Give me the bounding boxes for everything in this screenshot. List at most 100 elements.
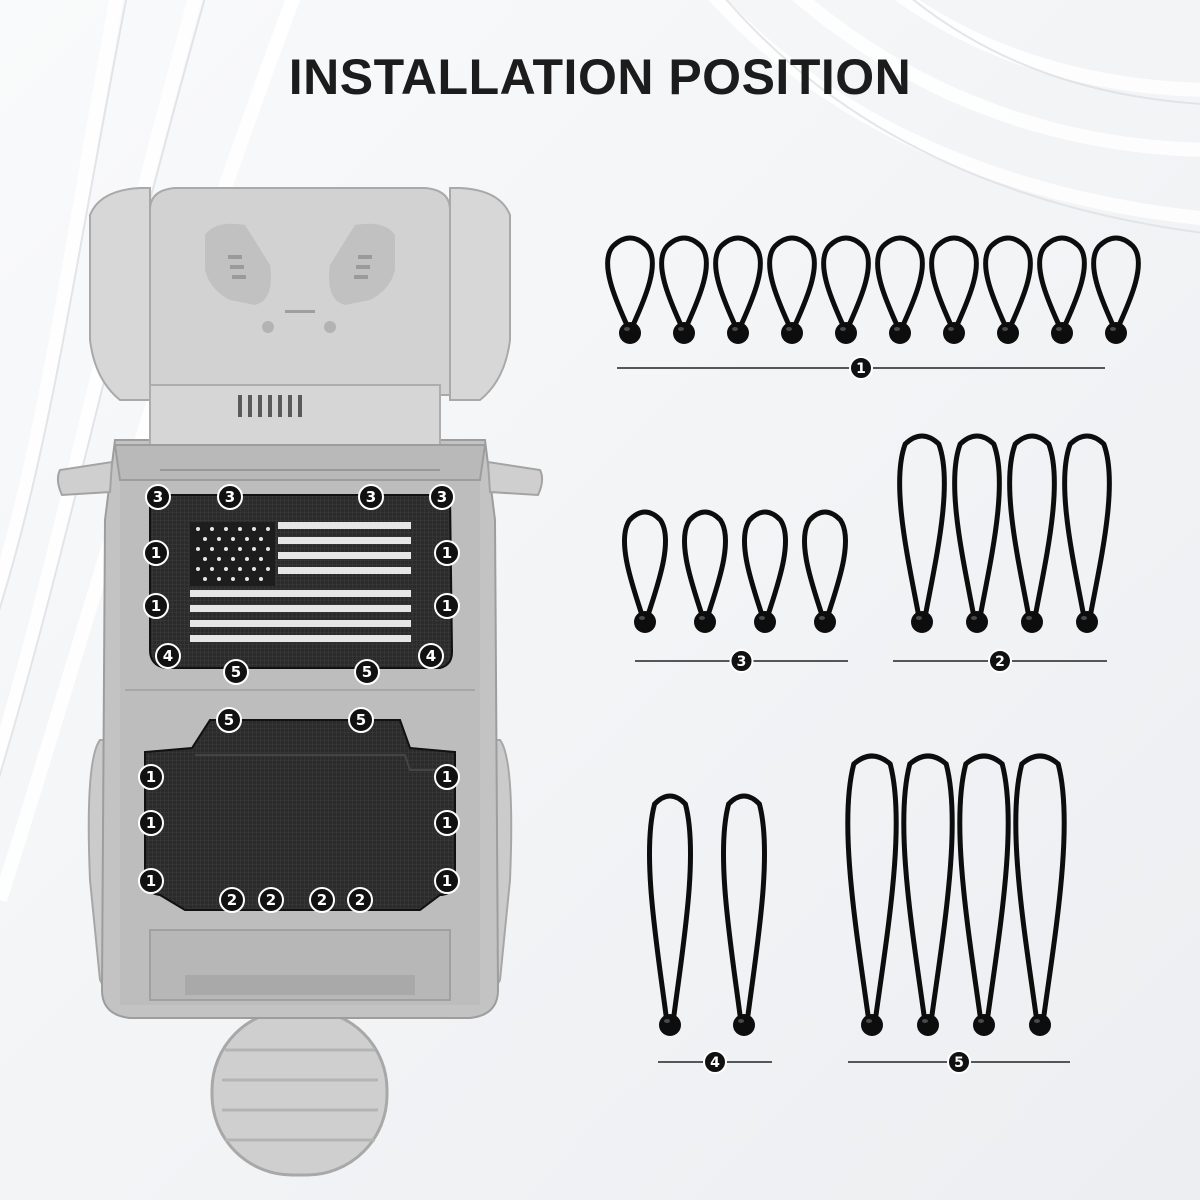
cord-group-4: 4 — [646, 793, 772, 1074]
svg-text:3: 3 — [366, 488, 376, 506]
cord-ball-highlight — [978, 1019, 984, 1023]
marker-badge: 2 — [258, 887, 284, 913]
svg-text:3: 3 — [225, 488, 235, 506]
bungee-cord — [1007, 433, 1057, 633]
cord-ball — [911, 611, 933, 633]
bungee-cord — [1037, 235, 1087, 344]
cord-group-3: 3 — [621, 509, 849, 673]
bungee-cord — [681, 509, 729, 633]
cord-ball-highlight — [948, 327, 954, 331]
marker-badge: 1 — [138, 810, 164, 836]
marker-badge: 2 — [219, 887, 245, 913]
bungee-cord — [897, 433, 947, 633]
group-label: 1 — [856, 361, 866, 377]
cord-ball-highlight — [1026, 616, 1032, 620]
cord-loop — [1091, 235, 1141, 326]
svg-text:1: 1 — [442, 597, 452, 615]
svg-text:2: 2 — [227, 891, 237, 909]
svg-text:4: 4 — [163, 647, 173, 665]
svg-text:1: 1 — [146, 872, 156, 890]
bungee-cord — [821, 235, 871, 344]
group-label-badge: 2 — [988, 649, 1012, 673]
cord-ball — [1021, 611, 1043, 633]
bungee-cord — [875, 235, 925, 344]
marker-badge: 1 — [434, 540, 460, 566]
svg-text:5: 5 — [231, 663, 241, 681]
group-label: 2 — [995, 654, 1005, 670]
cord-loop — [605, 235, 655, 326]
cord-ball — [966, 611, 988, 633]
cord-ball — [694, 611, 716, 633]
marker-badge: 1 — [138, 764, 164, 790]
cord-loop — [897, 433, 947, 615]
group-label: 3 — [737, 654, 747, 670]
cord-ball — [659, 1014, 681, 1036]
cord-ball — [835, 322, 857, 344]
cord-group-2: 2 — [893, 433, 1112, 673]
cord-loop — [875, 235, 925, 326]
cord-ball-highlight — [624, 327, 630, 331]
cord-ball-highlight — [840, 327, 846, 331]
us-flag-print — [190, 522, 411, 642]
cord-group-1: 1 — [605, 235, 1141, 380]
cord-loop — [952, 433, 1002, 615]
group-label: 5 — [954, 1055, 964, 1071]
cord-loop — [621, 509, 669, 615]
marker-badge: 1 — [434, 868, 460, 894]
cord-ball — [943, 322, 965, 344]
svg-text:1: 1 — [442, 768, 452, 786]
cord-ball — [619, 322, 641, 344]
bungee-cord — [720, 793, 768, 1036]
page-title: INSTALLATION POSITION — [288, 49, 912, 105]
svg-text:2: 2 — [266, 891, 276, 909]
svg-text:5: 5 — [356, 711, 366, 729]
marker-badge: 5 — [354, 659, 380, 685]
bungee-cord — [957, 753, 1011, 1036]
bungee-cord — [767, 235, 817, 344]
marker-badge: 2 — [347, 887, 373, 913]
svg-text:2: 2 — [355, 891, 365, 909]
bungee-cord — [621, 509, 669, 633]
marker-badge: 3 — [429, 484, 455, 510]
cord-ball — [673, 322, 695, 344]
svg-text:1: 1 — [442, 872, 452, 890]
cord-group-5: 5 — [845, 753, 1070, 1074]
marker-badge: 5 — [348, 707, 374, 733]
bungee-cord — [952, 433, 1002, 633]
bungee-cord — [901, 753, 955, 1036]
bungee-cord — [801, 509, 849, 633]
marker-badge: 1 — [434, 810, 460, 836]
cord-loop — [681, 509, 729, 615]
cord-loop — [1013, 753, 1067, 1018]
bungee-cord — [713, 235, 763, 344]
cord-ball-highlight — [922, 1019, 928, 1023]
svg-text:1: 1 — [442, 544, 452, 562]
cord-loop — [713, 235, 763, 326]
bungee-cord — [1091, 235, 1141, 344]
front-mesh-markers: 3 3 3 3 1 1 1 1 4 4 5 5 — [143, 484, 460, 685]
bungee-cord — [845, 753, 899, 1036]
bungee-cord — [741, 509, 789, 633]
cord-ball — [861, 1014, 883, 1036]
cord-loop — [720, 793, 768, 1018]
cord-ball — [814, 611, 836, 633]
marker-badge: 1 — [434, 764, 460, 790]
rear-mesh-markers: 5 5 1 1 1 1 1 1 2 2 2 2 — [138, 707, 460, 913]
marker-badge: 3 — [145, 484, 171, 510]
cord-loop — [659, 235, 709, 326]
bungee-cord — [1013, 753, 1067, 1036]
cord-ball-highlight — [819, 616, 825, 620]
cord-ball — [917, 1014, 939, 1036]
cord-ball-highlight — [894, 327, 900, 331]
bungee-cord — [605, 235, 655, 344]
bungee-cord — [659, 235, 709, 344]
svg-text:1: 1 — [146, 768, 156, 786]
cord-ball-highlight — [699, 616, 705, 620]
group-label-badge: 5 — [947, 1050, 971, 1074]
cord-ball-highlight — [786, 327, 792, 331]
cord-ball-highlight — [1034, 1019, 1040, 1023]
cord-ball-highlight — [639, 616, 645, 620]
svg-text:3: 3 — [153, 488, 163, 506]
